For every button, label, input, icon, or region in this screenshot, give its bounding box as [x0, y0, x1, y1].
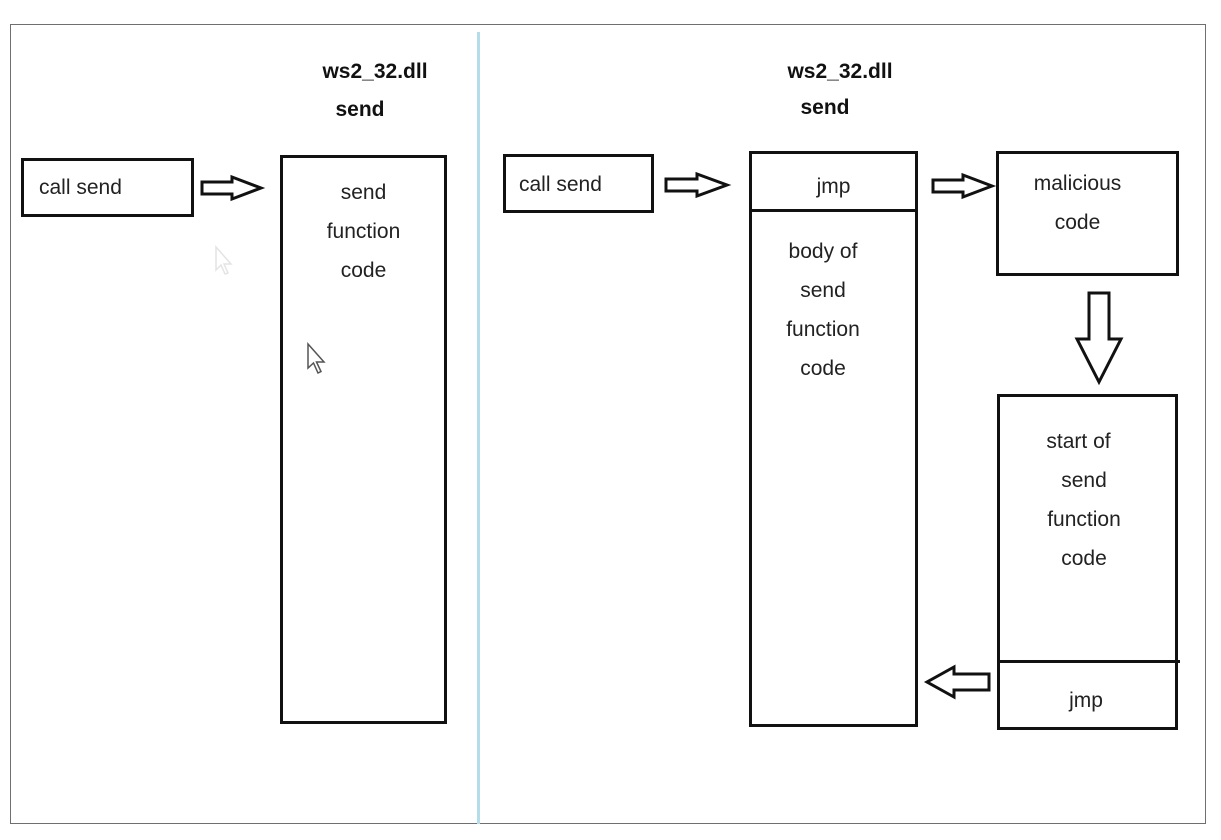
jmp-divider-line: [749, 209, 918, 212]
hooked-send-function-box: jmp body of send function code: [749, 151, 918, 727]
diagram-frame: [10, 24, 1206, 824]
mouse-cursor-icon: [307, 342, 326, 375]
right-dll-name: ws2_32.dll: [787, 60, 893, 83]
malicious-line-2: code: [1054, 211, 1101, 234]
left-call-send-label: call send: [39, 176, 122, 199]
send-function-start-box: start of send function code jmp: [997, 394, 1178, 730]
arrow-right-icon: [931, 172, 997, 200]
start-line-3: function: [1047, 508, 1121, 531]
body-line-1: body of: [788, 240, 858, 263]
left-dll-name: ws2_32.dll: [322, 60, 428, 83]
body-line-2: send: [800, 279, 846, 302]
left-func-line-2: function: [326, 220, 401, 243]
jmp-bottom-label: jmp: [1069, 689, 1103, 712]
panel-divider: [477, 32, 480, 824]
right-call-send-box: call send: [503, 154, 654, 213]
start-line-2: send: [1061, 469, 1107, 492]
jmp-bottom-divider-line: [997, 660, 1180, 663]
arrow-right-icon: [664, 171, 732, 199]
left-send-function-box: send function code: [280, 155, 447, 724]
left-func-line-1: send: [340, 181, 387, 204]
malicious-line-1: malicious: [1033, 172, 1122, 195]
start-line-1: start of: [1046, 430, 1111, 453]
jmp-top-label: jmp: [816, 175, 851, 198]
start-line-4: code: [1061, 547, 1107, 570]
left-call-send-box: call send: [21, 158, 194, 217]
left-func-line-3: code: [340, 259, 387, 282]
right-call-send-label: call send: [519, 173, 602, 196]
arrow-left-icon: [923, 664, 991, 700]
right-func-name: send: [800, 96, 850, 119]
arrow-down-icon: [1074, 291, 1124, 386]
left-func-name: send: [335, 98, 385, 121]
mouse-cursor-icon: [215, 245, 233, 275]
malicious-code-box: malicious code: [996, 151, 1179, 276]
arrow-right-icon: [200, 174, 266, 202]
body-line-4: code: [800, 357, 846, 380]
body-line-3: function: [786, 318, 860, 341]
